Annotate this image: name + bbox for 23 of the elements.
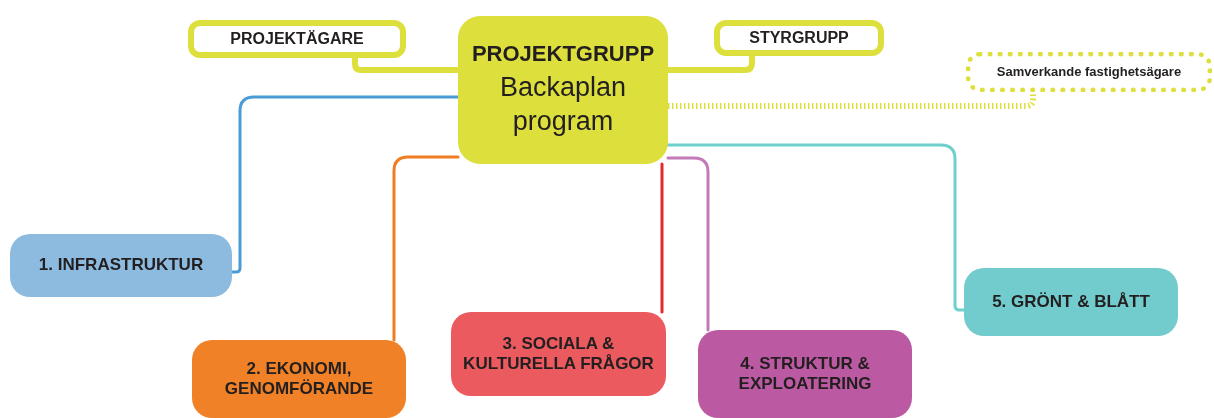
connector-line	[666, 156, 710, 332]
node-title: PROJEKTGRUPP	[471, 41, 655, 68]
label-box	[714, 20, 884, 56]
node-title: 3. SOCIALA & KULTURELLA FRÅGOR	[462, 333, 655, 375]
topic-box	[698, 330, 912, 418]
node-title: 2. EKONOMI, GENOMFÖRANDE	[223, 358, 375, 400]
topic-box	[964, 268, 1178, 336]
node-subtitle: Backaplan program	[498, 71, 628, 139]
connector-line	[666, 143, 966, 312]
node-title: PROJEKTÄGARE	[230, 29, 364, 49]
topic-box	[192, 340, 406, 418]
connector-line	[230, 95, 460, 274]
label-box	[188, 20, 406, 58]
node-title: 4. STRUKTUR & EXPLOATERING	[737, 353, 873, 395]
node-title: Samverkande fastighetsägare	[996, 64, 1182, 80]
topic-box	[451, 312, 666, 396]
central-box	[458, 16, 668, 164]
topic-box	[10, 234, 232, 297]
connector-line	[392, 155, 460, 342]
connector-line	[660, 162, 664, 314]
node-title: 5. GRÖNT & BLÅTT	[992, 291, 1150, 313]
node-title: 1. INFRASTRUKTUR	[38, 255, 204, 276]
node-title: STYRGRUPP	[749, 28, 849, 48]
